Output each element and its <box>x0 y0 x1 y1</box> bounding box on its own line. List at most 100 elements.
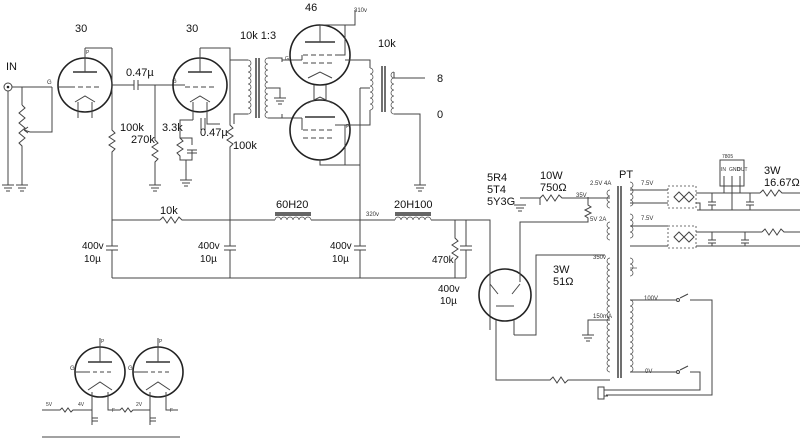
ground-symbol <box>16 184 28 192</box>
surge-resistor-value: 51Ω <box>553 276 573 288</box>
cap1-voltage-label: 400v <box>82 241 104 252</box>
pin-label: P <box>346 124 350 130</box>
interstage-transformer <box>230 57 302 124</box>
pin-label: P <box>86 50 90 56</box>
mains-switch <box>606 293 713 396</box>
pin-label: P <box>159 339 163 345</box>
regulator-label: 7805 <box>722 154 733 160</box>
filament-tube-1 <box>74 338 126 425</box>
pin-label: G <box>70 366 75 372</box>
pin-label: F <box>170 408 173 414</box>
cap4-voltage-label: 400v <box>438 284 460 295</box>
regulator-pin-out: OUT <box>737 167 748 173</box>
tube-v2-label: 30 <box>186 23 198 35</box>
dropper-resistor <box>159 216 275 224</box>
rectifier-option-2: 5T4 <box>487 184 506 196</box>
cap3-capacitance-label: 10µ <box>332 254 349 265</box>
coupling-capacitor <box>111 48 178 90</box>
cap1-capacitance-label: 10µ <box>84 254 101 265</box>
pin-label: F <box>112 408 115 414</box>
winding-label-35v: 35V <box>576 193 587 199</box>
winding-label-7v5-a: 7.5V <box>641 181 653 187</box>
rect-resistor-value: 750Ω <box>540 182 567 194</box>
winding-label-350v: 350v <box>593 255 606 261</box>
tube-v2 <box>172 48 228 120</box>
winding-label-2v5: 2.5V 4A <box>590 181 611 187</box>
regulator-pin-gnd: GND <box>729 167 741 173</box>
output-transformer <box>345 10 426 220</box>
cathode-res-label: 3.3k <box>162 122 183 134</box>
filter-capacitor-1 <box>106 220 118 278</box>
filament-voltage-5v: 5V <box>46 402 53 408</box>
choke-1 <box>274 212 395 221</box>
cap3-voltage-label: 400v <box>330 241 352 252</box>
pin-label: G <box>47 80 52 86</box>
cap4-capacitance-label: 10µ <box>440 296 457 307</box>
cap2-voltage-label: 400v <box>198 241 220 252</box>
input-jack <box>3 82 13 92</box>
surge-resistor-wattage: 3W <box>553 264 570 276</box>
grid-leak-resistor <box>149 85 161 192</box>
rectifier-anode-wire <box>514 254 605 336</box>
bleeder-resistor <box>451 220 459 278</box>
winding-label-150ma: 150mA <box>593 314 612 320</box>
pin-label: G <box>285 56 289 62</box>
output-impedance-label: 10k <box>378 38 396 50</box>
rectifier-return-wire <box>495 340 610 384</box>
cathode-network <box>176 118 220 187</box>
plate-load-resistor-2 <box>200 47 234 220</box>
power-transformer-label: PT <box>619 169 633 181</box>
pin-label: G <box>128 366 133 372</box>
interstage-ratio-label: 10k 1:3 <box>240 30 276 42</box>
choke-2 <box>394 212 491 330</box>
b-plus-320-label: 320v <box>366 212 379 218</box>
filter-capacitor-3 <box>354 220 366 278</box>
filament-voltage-2v: 2V <box>136 402 143 408</box>
heater-resistor-wattage: 3W <box>764 165 781 177</box>
input-label: IN <box>6 61 17 73</box>
filter-capacitor-4 <box>460 220 472 278</box>
cap2-capacitance-label: 10µ <box>200 254 217 265</box>
ground-symbol <box>2 184 14 192</box>
tube-v1 <box>57 47 113 118</box>
plate-load-1-label: 100k <box>120 122 144 134</box>
choke-1-label: 60H20 <box>276 199 308 211</box>
pin-label: G <box>172 79 177 85</box>
regulator-pin-in: IN <box>721 167 726 173</box>
rect-resistor-wattage: 10W <box>540 170 563 182</box>
rectifier-option-1: 5R4 <box>487 172 507 184</box>
out-8-label: 8 <box>437 73 443 85</box>
filament-link <box>313 85 327 100</box>
heater-supply-1 <box>630 159 760 211</box>
plate-load-2-label: 100k <box>233 140 257 152</box>
bleeder-label: 470k <box>432 255 455 266</box>
tube-v1-label: 30 <box>75 23 87 35</box>
winding-label-100v: 100V <box>644 296 658 302</box>
heater-supply-2 <box>630 225 800 249</box>
output-tube-lower <box>289 96 360 166</box>
variable-resistor <box>519 197 593 270</box>
winding-label-5v: 5V 2A <box>590 217 606 223</box>
output-tube-upper <box>289 24 351 86</box>
heater-dropping-resistor <box>514 194 610 212</box>
pin-label: P <box>101 339 105 345</box>
mains-plug-icon <box>597 386 608 400</box>
input-wires <box>7 86 52 185</box>
choke-2-label: 20H100 <box>394 199 433 211</box>
filter-capacitor-2 <box>224 220 236 278</box>
coupling-cap-label: 0.47µ <box>126 67 154 79</box>
filament-supply <box>42 405 180 438</box>
cathode-bypass-label: 0.47µ <box>200 127 228 139</box>
rectifier-option-3: 5Y3G <box>487 196 515 208</box>
dropper-label: 10k <box>160 205 178 217</box>
heater-resistor-1 <box>759 189 800 211</box>
power-transformer <box>606 181 637 378</box>
filament-tube-2 <box>132 338 184 425</box>
tube-push-pull-label: 46 <box>305 2 317 14</box>
volume-pot <box>18 87 53 185</box>
rectifier-tube <box>478 268 532 340</box>
ct-ground <box>582 319 610 342</box>
out-0-label: 0 <box>437 109 443 121</box>
plate-load-resistor-1 <box>108 85 116 220</box>
